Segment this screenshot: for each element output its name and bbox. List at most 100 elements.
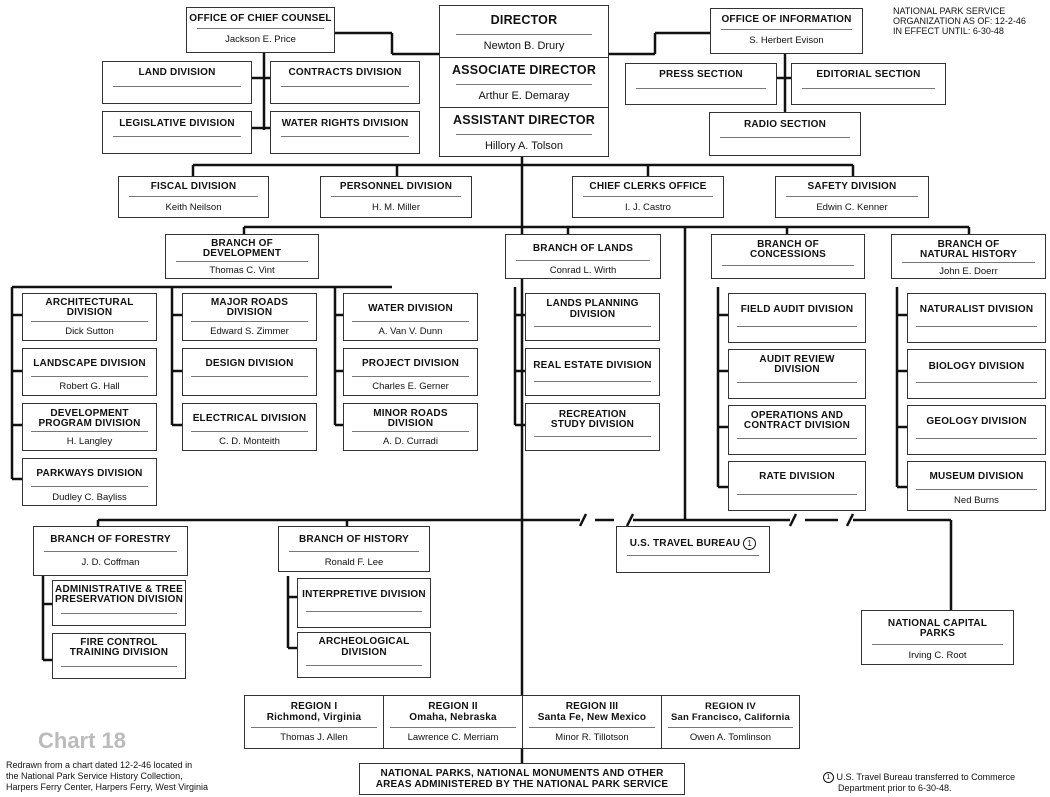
fiscal-division-title: FISCAL DIVISION (150, 181, 237, 192)
electrical-division-name: C. D. Monteith (219, 436, 280, 447)
region-3-name: Minor R. Tillotson (555, 732, 629, 743)
interpretive-division-box: INTERPRETIVE DIVISION (297, 578, 431, 628)
branch-of-lands-name: Conrad L. Wirth (549, 265, 617, 276)
us-travel-bureau-title: U.S. TRAVEL BUREAU 1 (617, 537, 769, 550)
rate-division-title: RATE DIVISION (759, 471, 835, 482)
national-parks-title-1: NATIONAL PARKS, NATIONAL MONUMENTS AND O… (380, 768, 664, 779)
chief-counsel-box: OFFICE OF CHIEF COUNSEL Jackson E. Price (186, 7, 335, 53)
landscape-division-title: LANDSCAPE DIVISION (33, 358, 146, 369)
national-capital-parks-box: NATIONAL CAPITAL PARKS Irving C. Root (861, 610, 1014, 665)
national-capital-parks-name: Irving C. Root (908, 650, 967, 661)
branch-of-lands-title: BRANCH OF LANDS (532, 243, 634, 254)
major-roads-division-name: Edward S. Zimmer (210, 326, 289, 337)
operations-contract-division-title-2: CONTRACT DIVISION (743, 420, 851, 431)
assistant-director-name: Hillory A. Tolson (484, 140, 564, 152)
branch-of-development-title-1: BRANCH OF (211, 238, 273, 249)
branch-of-natural-history-box: BRANCH OF NATURAL HISTORY John E. Doerr (891, 234, 1046, 279)
associate-director-title: ASSOCIATE DIRECTOR (451, 63, 597, 77)
biology-division-box: BIOLOGY DIVISION (907, 349, 1046, 399)
architectural-division-title-1: ARCHITECTURAL (45, 297, 134, 308)
water-division-title: WATER DIVISION (368, 303, 453, 314)
major-roads-division-title-2: DIVISION (226, 307, 273, 318)
branch-of-natural-history-title-1: BRANCH OF (937, 239, 1000, 250)
fiscal-division-box: FISCAL DIVISION Keith Neilson (118, 176, 269, 218)
development-program-division-title-2: PROGRAM DIVISION (38, 418, 141, 429)
regions-box: REGION I Richmond, Virginia Thomas J. Al… (244, 695, 800, 749)
operations-contract-division-box: OPERATIONS AND CONTRACT DIVISION (728, 405, 866, 455)
chief-clerks-office-title: CHIEF CLERKS OFFICE (589, 181, 707, 192)
naturalist-division-title: NATURALIST DIVISION (919, 304, 1034, 315)
archeological-division-title-1: ARCHEOLOGICAL (318, 636, 410, 647)
branch-of-development-name: Thomas C. Vint (209, 265, 275, 276)
office-of-information-title: OFFICE OF INFORMATION (721, 14, 852, 25)
press-section-box: PRESS SECTION (625, 63, 777, 105)
archeological-division-title-2: DIVISION (341, 647, 387, 658)
branch-of-forestry-name: J. D. Coffman (81, 557, 140, 568)
region-4-name: Owen A. Tomlinson (689, 732, 772, 743)
audit-review-division-title-2: DIVISION (774, 364, 820, 375)
real-estate-division-box: REAL ESTATE DIVISION (525, 348, 660, 396)
region-3-place: Santa Fe, New Mexico (537, 712, 647, 723)
footnote-line-1: 1 U.S. Travel Bureau transferred to Comm… (823, 772, 1016, 784)
audit-review-division-box: AUDIT REVIEW DIVISION (728, 349, 866, 399)
office-of-information-name: S. Herbert Evison (749, 35, 824, 46)
legislative-division-title: LEGISLATIVE DIVISION (119, 118, 235, 129)
fiscal-division-name: Keith Neilson (165, 202, 222, 213)
region-2: REGION II Omaha, Nebraska Lawrence C. Me… (384, 696, 522, 750)
administrative-tree-preservation-title-2: PRESERVATION DIVISION (54, 594, 184, 605)
source-line-3: Harpers Ferry Center, Harpers Ferry, Wes… (6, 782, 209, 792)
lands-planning-division-box: LANDS PLANNING DIVISION (525, 293, 660, 341)
region-1-title: REGION I (290, 701, 338, 712)
footnote-text-1: U.S. Travel Bureau transferred to Commer… (836, 772, 1016, 782)
development-program-division-title-1: DEVELOPMENT (50, 408, 129, 419)
source-line-2: the National Park Service History Collec… (6, 771, 183, 781)
minor-roads-division-name: A. D. Curradi (383, 436, 438, 447)
us-travel-bureau-box: U.S. TRAVEL BUREAU 1 (616, 526, 770, 573)
editorial-section-box: EDITORIAL SECTION (791, 63, 946, 105)
assistant-director-title: ASSISTANT DIRECTOR (452, 113, 596, 127)
national-parks-box: NATIONAL PARKS, NATIONAL MONUMENTS AND O… (359, 763, 685, 795)
fire-control-training-title-2: TRAINING DIVISION (69, 647, 169, 658)
safety-division-name: Edwin C. Kenner (816, 202, 888, 213)
branch-of-concessions-box: BRANCH OF CONCESSIONS (711, 234, 865, 279)
region-1: REGION I Richmond, Virginia Thomas J. Al… (245, 696, 383, 750)
region-1-place: Richmond, Virginia (266, 712, 362, 723)
architectural-division-box: ARCHITECTURAL DIVISION Dick Sutton (22, 293, 157, 341)
legislative-division-box: LEGISLATIVE DIVISION (102, 111, 252, 154)
radio-section-box: RADIO SECTION (709, 112, 861, 156)
audit-review-division-title-1: AUDIT REVIEW (759, 354, 835, 365)
branch-of-history-box: BRANCH OF HISTORY Ronald F. Lee (278, 526, 430, 572)
minor-roads-division-title-1: MINOR ROADS (373, 408, 448, 419)
branch-of-concessions-title-2: CONCESSIONS (749, 249, 827, 260)
personnel-division-title: PERSONNEL DIVISION (339, 181, 453, 192)
minor-roads-division-title-2: DIVISION (387, 418, 434, 429)
project-division-name: Charles E. Gerner (372, 381, 449, 392)
director-box: DIRECTOR Newton B. Drury ASSOCIATE DIREC… (439, 5, 609, 157)
administrative-tree-preservation-title-1: ADMINISTRATIVE & TREE (55, 584, 183, 595)
branch-of-forestry-title: BRANCH OF FORESTRY (50, 534, 171, 545)
region-4: REGION IV San Francisco, California Owen… (662, 696, 799, 750)
lands-planning-division-title-2: DIVISION (569, 309, 616, 320)
branch-of-concessions-title-1: BRANCH OF (757, 239, 819, 250)
branch-of-development-box: BRANCH OF DEVELOPMENT Thomas C. Vint (165, 234, 319, 279)
project-division-title: PROJECT DIVISION (361, 358, 460, 369)
land-division-title: LAND DIVISION (138, 67, 216, 78)
national-capital-parks-title-1: NATIONAL CAPITAL (887, 618, 988, 629)
development-program-division-name: H. Langley (66, 436, 113, 447)
region-2-title: REGION II (428, 701, 478, 712)
design-division-title: DESIGN DIVISION (205, 358, 294, 369)
chief-counsel-name: Jackson E. Price (225, 34, 296, 45)
design-division-box: DESIGN DIVISION (182, 348, 317, 396)
region-4-place: San Francisco, California (670, 712, 791, 723)
personnel-division-box: PERSONNEL DIVISION H. M. Miller (320, 176, 472, 218)
museum-division-name: Ned Burns (954, 495, 999, 506)
chief-clerks-office-box: CHIEF CLERKS OFFICE I. J. Castro (572, 176, 724, 218)
biology-division-title: BIOLOGY DIVISION (928, 361, 1025, 372)
recreation-study-division-title-1: RECREATION (558, 409, 627, 420)
branch-of-natural-history-title-2: NATURAL HISTORY (919, 249, 1018, 260)
national-capital-parks-title-2: PARKS (919, 628, 956, 639)
region-1-name: Thomas J. Allen (280, 732, 348, 743)
architectural-division-name: Dick Sutton (65, 326, 114, 337)
electrical-division-box: ELECTRICAL DIVISION C. D. Monteith (182, 403, 317, 451)
